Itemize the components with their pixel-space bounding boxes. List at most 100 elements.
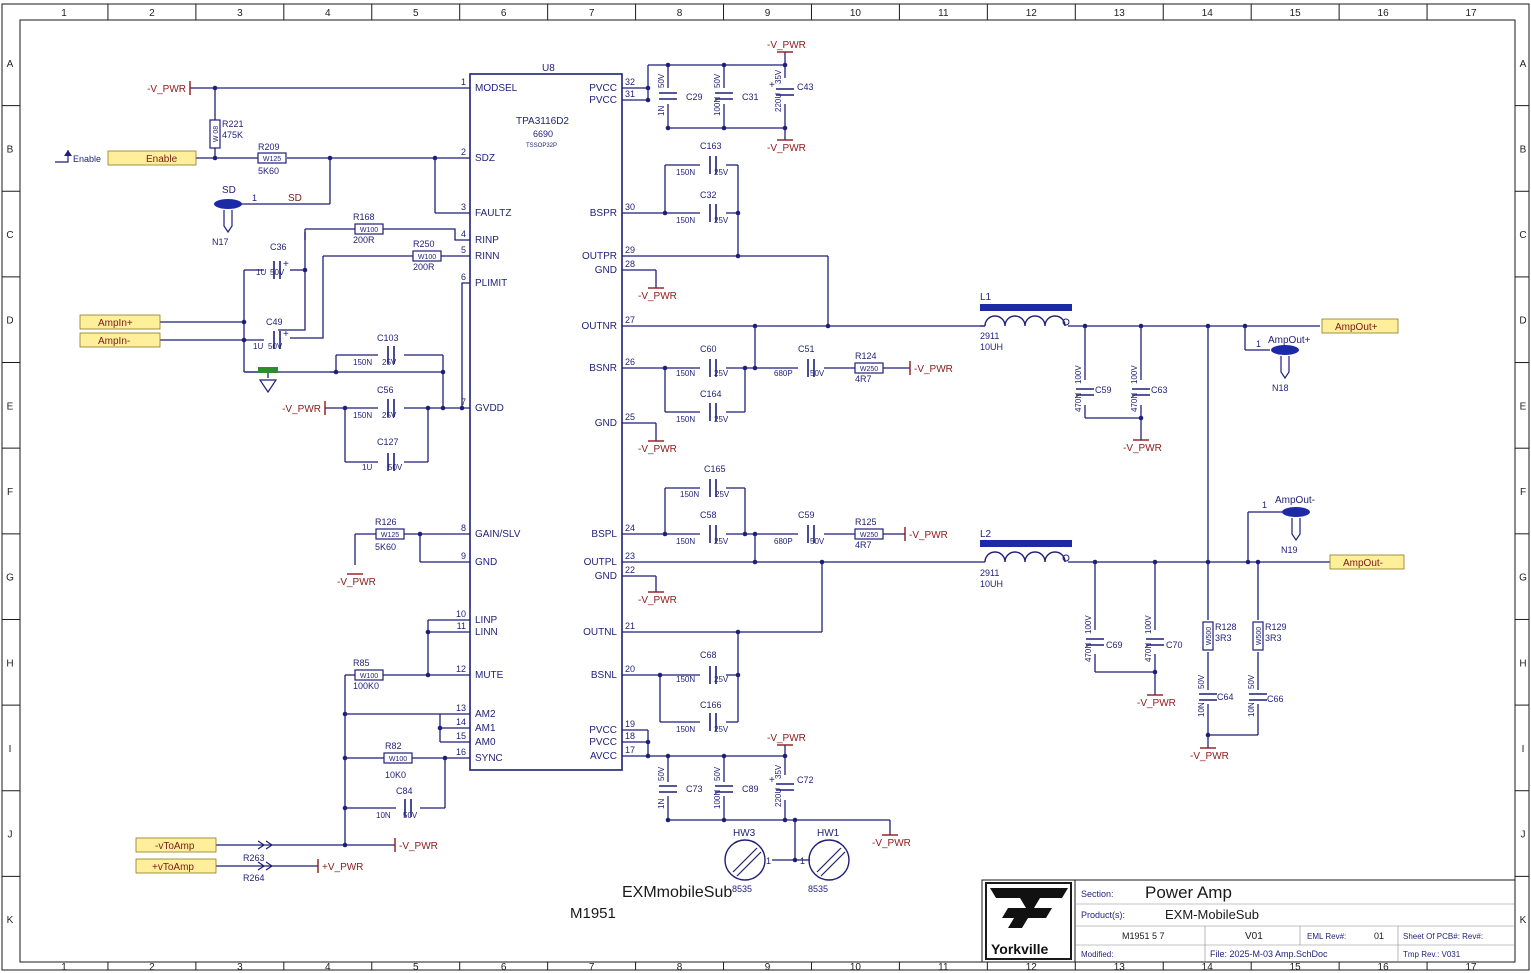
ic-pin-num-8: 8 [461,523,466,533]
r250-ref: R250 [413,239,435,249]
c43-value: 220U [774,93,783,112]
junction-dot [342,711,348,717]
power-label: -V_PWR [914,364,953,375]
junction-dot [662,531,668,537]
c163-volt: 25V [714,168,729,177]
border-col-bottom-7: 7 [589,962,595,973]
tb-modified-label: Modified: [1081,950,1113,959]
junction-dot [442,755,448,761]
junction-dot [819,559,825,565]
l2-value: 10UH [980,579,1003,589]
junction-dot [752,559,758,565]
r126-ref: R126 [375,517,397,527]
r129-body: W500 [1256,627,1263,645]
border-col-12: 12 [1026,8,1038,19]
r264-ref: R264 [243,873,265,883]
border-col-bottom-15: 15 [1290,962,1302,973]
junction-dots [212,62,1261,863]
port-ampout-minus[interactable]: AmpOut- [1329,554,1405,570]
ic-pin-name-26: BSNR [589,363,617,374]
junction-dot [342,755,348,761]
junction-dot [752,531,758,537]
border-col-bottom-3: 3 [237,962,243,973]
junction-dot [333,369,339,375]
port-ampin-plus[interactable]: AmpIn+ [79,314,161,330]
border-col-4: 4 [325,8,331,19]
ic-pin-num-25: 25 [625,412,635,422]
r124-body: W250 [860,366,878,373]
border-col-bottom-4: 4 [325,962,331,973]
power-label: -V_PWR [767,733,806,744]
ic-pin-num-20: 20 [625,664,635,674]
c72-ref: C72 [797,775,814,785]
junction-dot [302,267,308,273]
ic-pin-num-27: 27 [625,315,635,325]
c31-volt: 50V [713,73,722,88]
ic-pin-name-5: RINN [475,251,499,262]
r209-body: W125 [263,156,281,163]
c64-ref: C64 [1217,692,1234,702]
border-row-I: I [9,744,12,755]
junction-dot [735,672,741,678]
c166-ref: C166 [700,700,722,710]
testpoint-sd[interactable]: SD 1 SD N17 [212,185,302,247]
hw3-ref: HW3 [733,828,756,839]
junction-dot [665,817,671,823]
junction-dot [425,629,431,635]
junction-dot [1138,415,1144,421]
power-symbol: -V_PWR [147,81,191,95]
testpoint-ampout-plus[interactable]: AmpOut+ 1 N18 [1256,335,1311,393]
ic-pin-name-7: GVDD [475,403,504,414]
ic-pin-num-4: 4 [461,229,466,239]
junction-dot [645,739,651,745]
tb-product-value: EXM-MobileSub [1165,907,1259,922]
border-row-A: A [7,59,14,70]
border-col-13: 13 [1114,8,1126,19]
model-label: M1951 [570,905,616,922]
c60-volt: 25V [714,369,729,378]
junction-dot [721,62,727,68]
port-ampout-plus[interactable]: AmpOut+ [1321,318,1399,334]
ic-pin-name-2: SDZ [475,153,495,164]
port-ampin-minus[interactable]: AmpIn- [79,332,161,348]
junction-dot [437,725,443,731]
testpoint-ampout-minus[interactable]: AmpOut- 1 N19 [1262,495,1315,555]
power-label: -V_PWR [282,404,321,415]
ic-pin-name-13: AM2 [475,709,496,720]
junction-dot [212,155,218,161]
c68-volt: 25V [714,675,729,684]
border-col-bottom-5: 5 [413,962,419,973]
ic-pin-num-19: 19 [625,719,635,729]
r85-body: W100 [360,673,378,680]
ic-pin-name-24: BSPL [591,529,617,540]
r168-body: W100 [360,227,378,234]
junction-dot [735,629,741,635]
junction-dot [1205,559,1211,565]
junction-dot [645,97,651,103]
junction-dot [1255,559,1261,565]
port-vtoamp-minus[interactable]: -vToAmp [135,837,274,853]
ic-pin-name-14: AM1 [475,723,496,734]
junction-dot [721,817,727,823]
ic-pin-name-31: PVCC [589,95,617,106]
junction-dot [662,210,668,216]
border-col-3: 3 [237,8,243,19]
l1-value: 10UH [980,342,1003,352]
junction-dot [721,125,727,131]
junction-dot [665,125,671,131]
port-enable[interactable]: Enable [107,150,197,166]
r250-body: W100 [418,254,436,261]
c70-value: 470N [1144,643,1153,662]
port-vtoamp-plus[interactable]: +vToAmp [135,858,274,874]
c84-volt: 50V [403,811,418,820]
inductor-l2: L2 2911 10UH [980,529,1072,589]
